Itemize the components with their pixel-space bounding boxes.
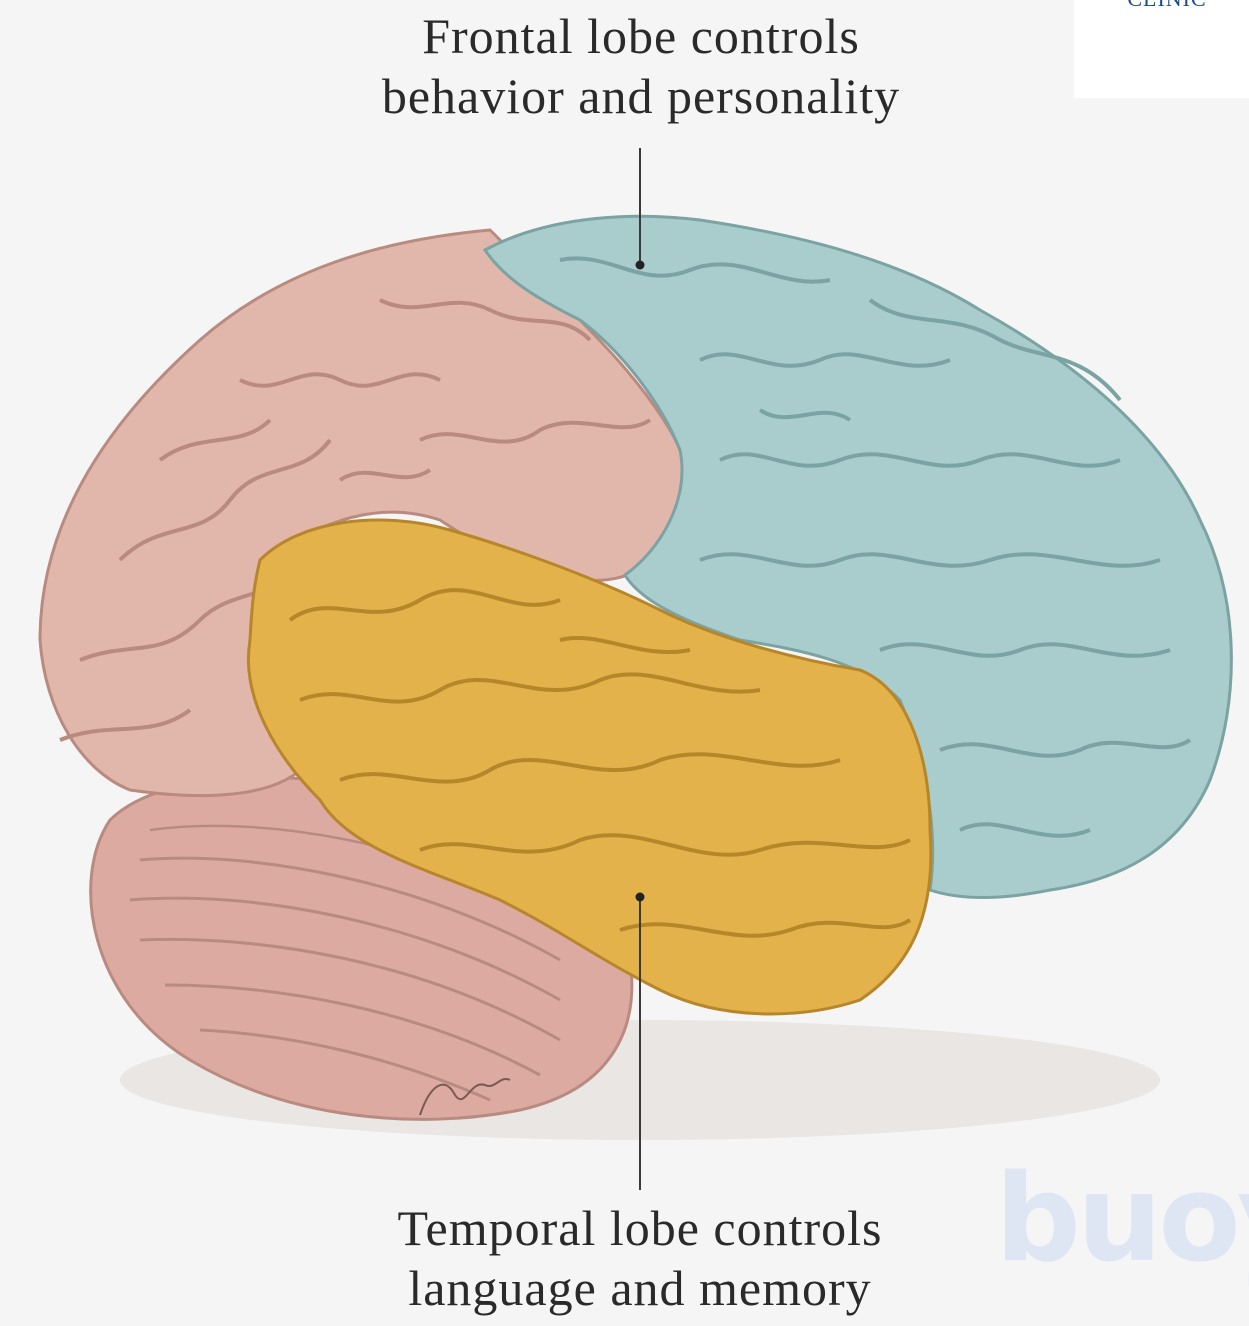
frontal-caption-line2: behavior and personality [0, 66, 1249, 126]
temporal-caption-line1: Temporal lobe controls [0, 1198, 1249, 1258]
temporal-caption: Temporal lobe controls language and memo… [0, 1198, 1249, 1318]
frontal-caption: Frontal lobe controls behavior and perso… [0, 6, 1249, 126]
frontal-caption-line1: Frontal lobe controls [0, 6, 1249, 66]
temporal-leader-dot [636, 893, 645, 902]
frontal-leader-dot [636, 261, 645, 270]
temporal-caption-line2: language and memory [0, 1258, 1249, 1318]
